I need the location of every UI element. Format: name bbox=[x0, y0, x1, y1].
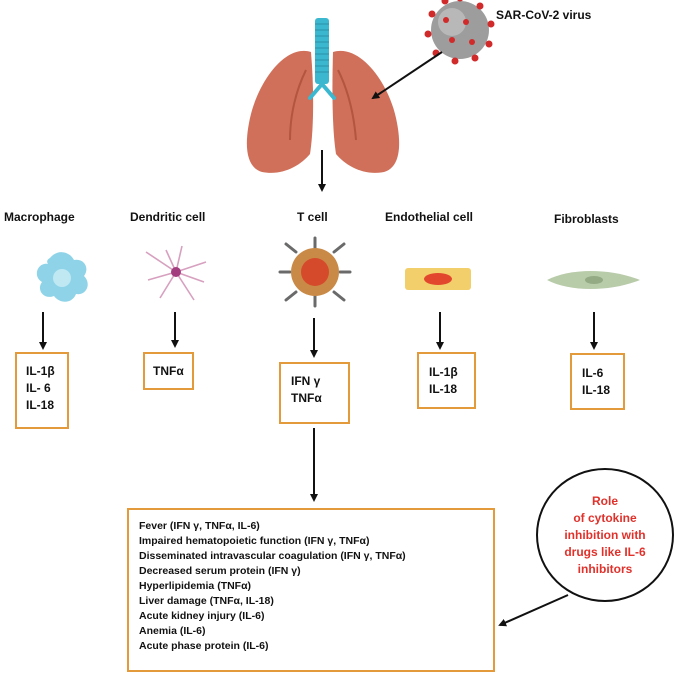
cell-label-endothelial: Endothelial cell bbox=[385, 210, 474, 224]
role-line: of cytokine bbox=[573, 510, 637, 525]
effect-item: Anemia (IL-6) bbox=[139, 625, 206, 637]
role-line: drugs like IL-6 bbox=[564, 544, 646, 559]
cytokine-item: IL-18 bbox=[26, 398, 55, 412]
role-line: inhibitors bbox=[577, 561, 633, 576]
cytokine-item: TNFα bbox=[153, 364, 184, 378]
cytokine-item: IL-18 bbox=[429, 382, 458, 396]
role-line: Role bbox=[591, 493, 618, 508]
effect-item: Impaired hematopoietic function (IFN γ, … bbox=[139, 535, 370, 547]
cytokine-item: IL-6 bbox=[582, 366, 604, 380]
endothelial-cell-illustration bbox=[405, 268, 471, 290]
role-text: Role of cytokine inhibition with drugs l… bbox=[556, 493, 653, 578]
effect-item: Liver damage (TNFα, IL-18) bbox=[139, 595, 274, 607]
cell-label-fibroblasts: Fibroblasts bbox=[554, 212, 619, 226]
virus-illustration bbox=[424, 0, 495, 65]
clinical-effects-box: Fever (IFN γ, TNFα, IL-6) Impaired hemat… bbox=[127, 508, 495, 672]
t-cell-illustration bbox=[278, 236, 352, 308]
fibroblast-illustration bbox=[547, 271, 640, 289]
effect-item: Acute phase protein (IL-6) bbox=[139, 640, 269, 652]
role-line: inhibition with bbox=[564, 527, 646, 542]
cell-label-dendritic: Dendritic cell bbox=[130, 210, 206, 224]
cytokine-box-endothelial: IL-1β IL-18 bbox=[417, 352, 476, 409]
role-circle: Role of cytokine inhibition with drugs l… bbox=[536, 468, 674, 602]
cytokine-box-dendritic: TNFα bbox=[143, 352, 194, 390]
virus-arrow bbox=[371, 51, 443, 100]
cytokine-box-t-cell: IFN γ TNFα bbox=[279, 362, 350, 424]
cytokine-item: IFN γ bbox=[291, 374, 321, 388]
cell-label-macrophage: Macrophage bbox=[4, 210, 75, 224]
effect-item: Disseminated intravascular coagulation (… bbox=[139, 550, 406, 562]
cytokine-item: IL-1β bbox=[26, 364, 55, 378]
effect-item: Decreased serum protein (IFN γ) bbox=[139, 565, 301, 577]
cytokine-item: IL-18 bbox=[582, 383, 611, 397]
effect-item: Acute kidney injury (IL-6) bbox=[139, 610, 265, 622]
cytokine-box-fibroblasts: IL-6 IL-18 bbox=[570, 353, 625, 410]
effect-item: Fever (IFN γ, TNFα, IL-6) bbox=[139, 520, 260, 532]
cytokine-box-macrophage: IL-1β IL- 6 IL-18 bbox=[15, 352, 69, 429]
cytokine-item: IL-1β bbox=[429, 365, 458, 379]
cell-label-t-cell: T cell bbox=[297, 210, 328, 224]
dendritic-cell-illustration bbox=[145, 245, 207, 301]
virus-label: SAR-CoV-2 virus bbox=[496, 8, 592, 22]
lungs-illustration bbox=[246, 18, 400, 173]
role-arrow bbox=[498, 594, 569, 627]
macrophage-illustration bbox=[36, 252, 88, 302]
cytokine-item: IL- 6 bbox=[26, 381, 51, 395]
cytokine-item: TNFα bbox=[291, 391, 322, 405]
effect-item: Hyperlipidemia (TNFα) bbox=[139, 580, 252, 592]
